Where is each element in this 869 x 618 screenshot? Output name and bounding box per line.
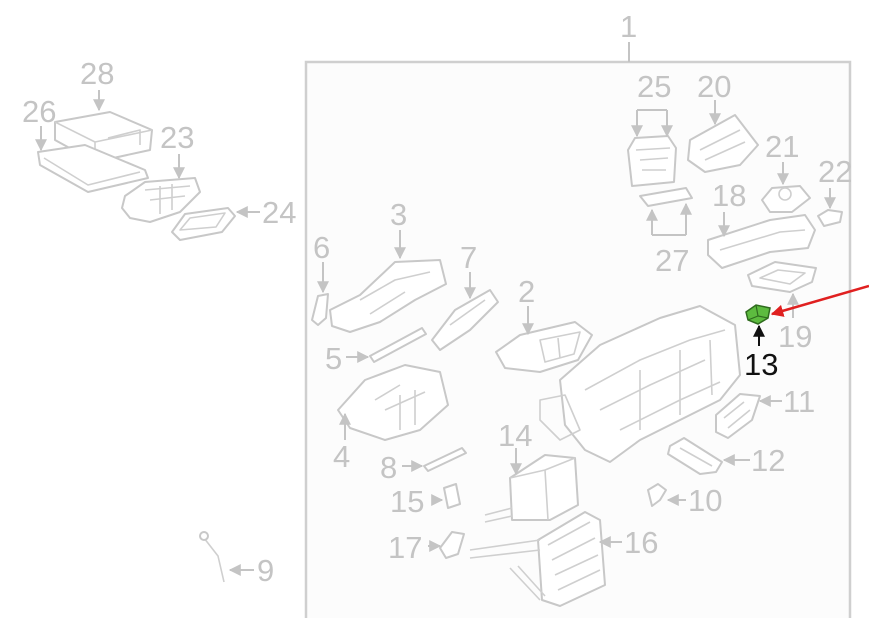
highlight-pointer-arrow: [770, 284, 869, 317]
callout-8: 8: [380, 450, 397, 485]
part-3-duct: [329, 259, 447, 333]
callout-21: 21: [765, 129, 799, 164]
part-25-blower-housing: [627, 135, 677, 187]
callout-28: 28: [80, 56, 114, 91]
callout-24: 24: [262, 195, 296, 230]
callout-25: 25: [637, 69, 671, 104]
part-hvac-main-case: [539, 305, 741, 463]
callout-26: 26: [22, 94, 56, 129]
callout-12: 12: [751, 443, 785, 478]
part-18-upper-duct: [707, 214, 816, 269]
part-26-cabin-filter: [37, 144, 149, 193]
part-23-intake-housing: [121, 177, 201, 223]
part-12-filter: [667, 437, 723, 475]
callout-2: 2: [518, 274, 535, 309]
callout-27: 27: [655, 243, 689, 278]
callout-13: 13: [744, 347, 778, 382]
callout-17: 17: [388, 530, 422, 565]
callout-1: 1: [620, 9, 637, 44]
part-8-rod: [423, 447, 467, 472]
callout-7: 7: [460, 240, 477, 275]
part-14-evaporator: [484, 454, 579, 523]
part-7-duct-piece: [431, 289, 499, 351]
callout-14: 14: [498, 418, 532, 453]
callout-6: 6: [313, 230, 330, 265]
part-27-bracket: [639, 187, 693, 207]
part-5-rod: [369, 327, 427, 363]
callout-10: 10: [688, 483, 722, 518]
callout-19: 19: [778, 319, 812, 354]
part-6-bracket: [311, 293, 329, 326]
part-11-filter: [715, 393, 761, 439]
callout-16: 16: [624, 525, 658, 560]
part-13-highlighted-sensor[interactable]: [745, 304, 771, 325]
part-21-actuator: [761, 185, 811, 213]
callout-22: 22: [818, 154, 852, 189]
part-17-grommet: [439, 531, 465, 559]
part-4-lower-case: [337, 364, 449, 441]
part-19-gasket: [747, 261, 817, 293]
callout-23: 23: [160, 120, 194, 155]
part-15-sensor: [443, 483, 461, 509]
part-9-drain-hose: [199, 531, 225, 583]
callout-11: 11: [783, 384, 815, 419]
callout-3: 3: [390, 197, 407, 232]
part-24-seal: [171, 207, 236, 241]
part-20-duct: [687, 114, 759, 173]
part-16-heater-core: [469, 511, 606, 607]
callout-9: 9: [257, 553, 274, 588]
callout-15: 15: [390, 484, 424, 519]
callout-4: 4: [333, 439, 350, 474]
callout-20: 20: [697, 69, 731, 104]
callout-5: 5: [325, 341, 342, 376]
part-10-clip: [647, 483, 667, 507]
part-22-clip: [817, 209, 843, 227]
callout-18: 18: [712, 178, 746, 213]
